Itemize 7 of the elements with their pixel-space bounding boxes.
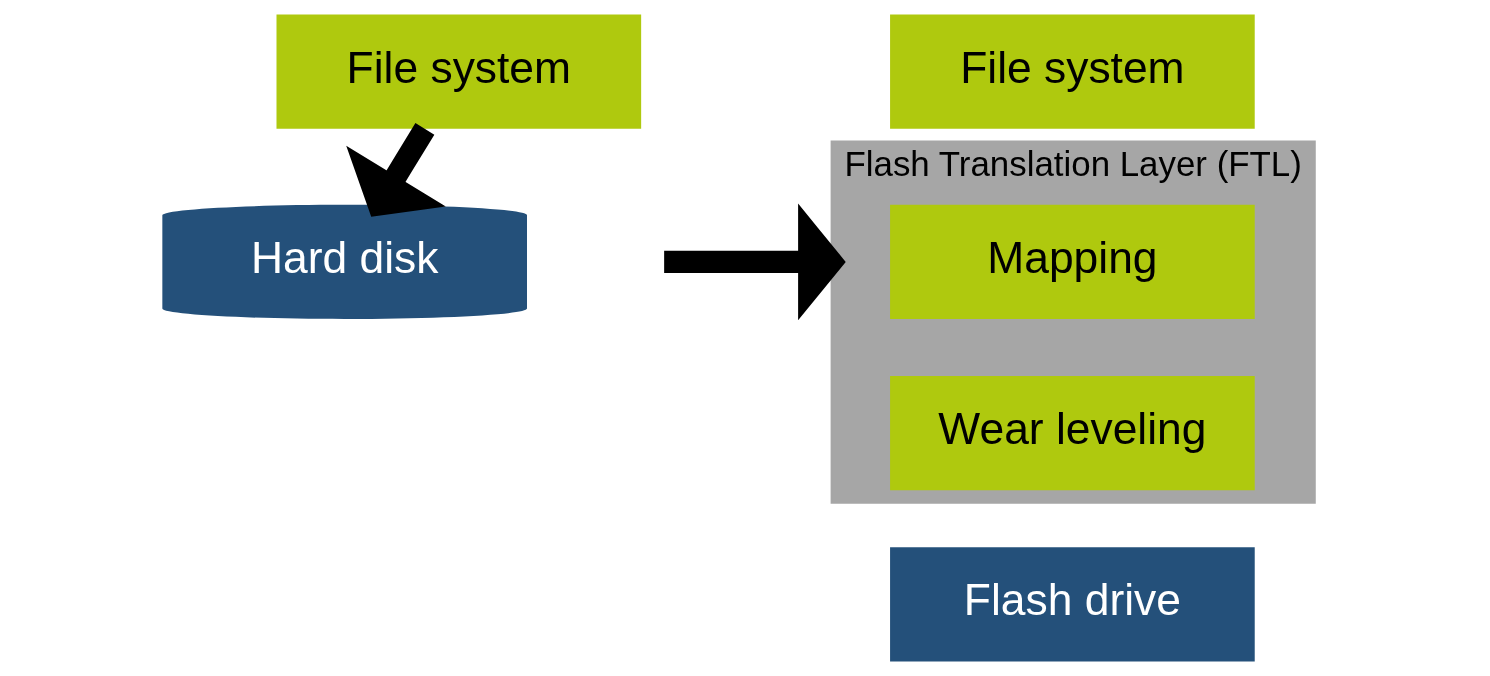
arrow (664, 203, 846, 321)
node-box: File system (890, 14, 1255, 129)
node-box: Wear leveling (890, 376, 1255, 491)
node-box: Mapping (890, 204, 1255, 319)
node-box: File system (276, 14, 642, 129)
node-box: Flash drive (890, 547, 1255, 662)
arrow (346, 123, 446, 217)
